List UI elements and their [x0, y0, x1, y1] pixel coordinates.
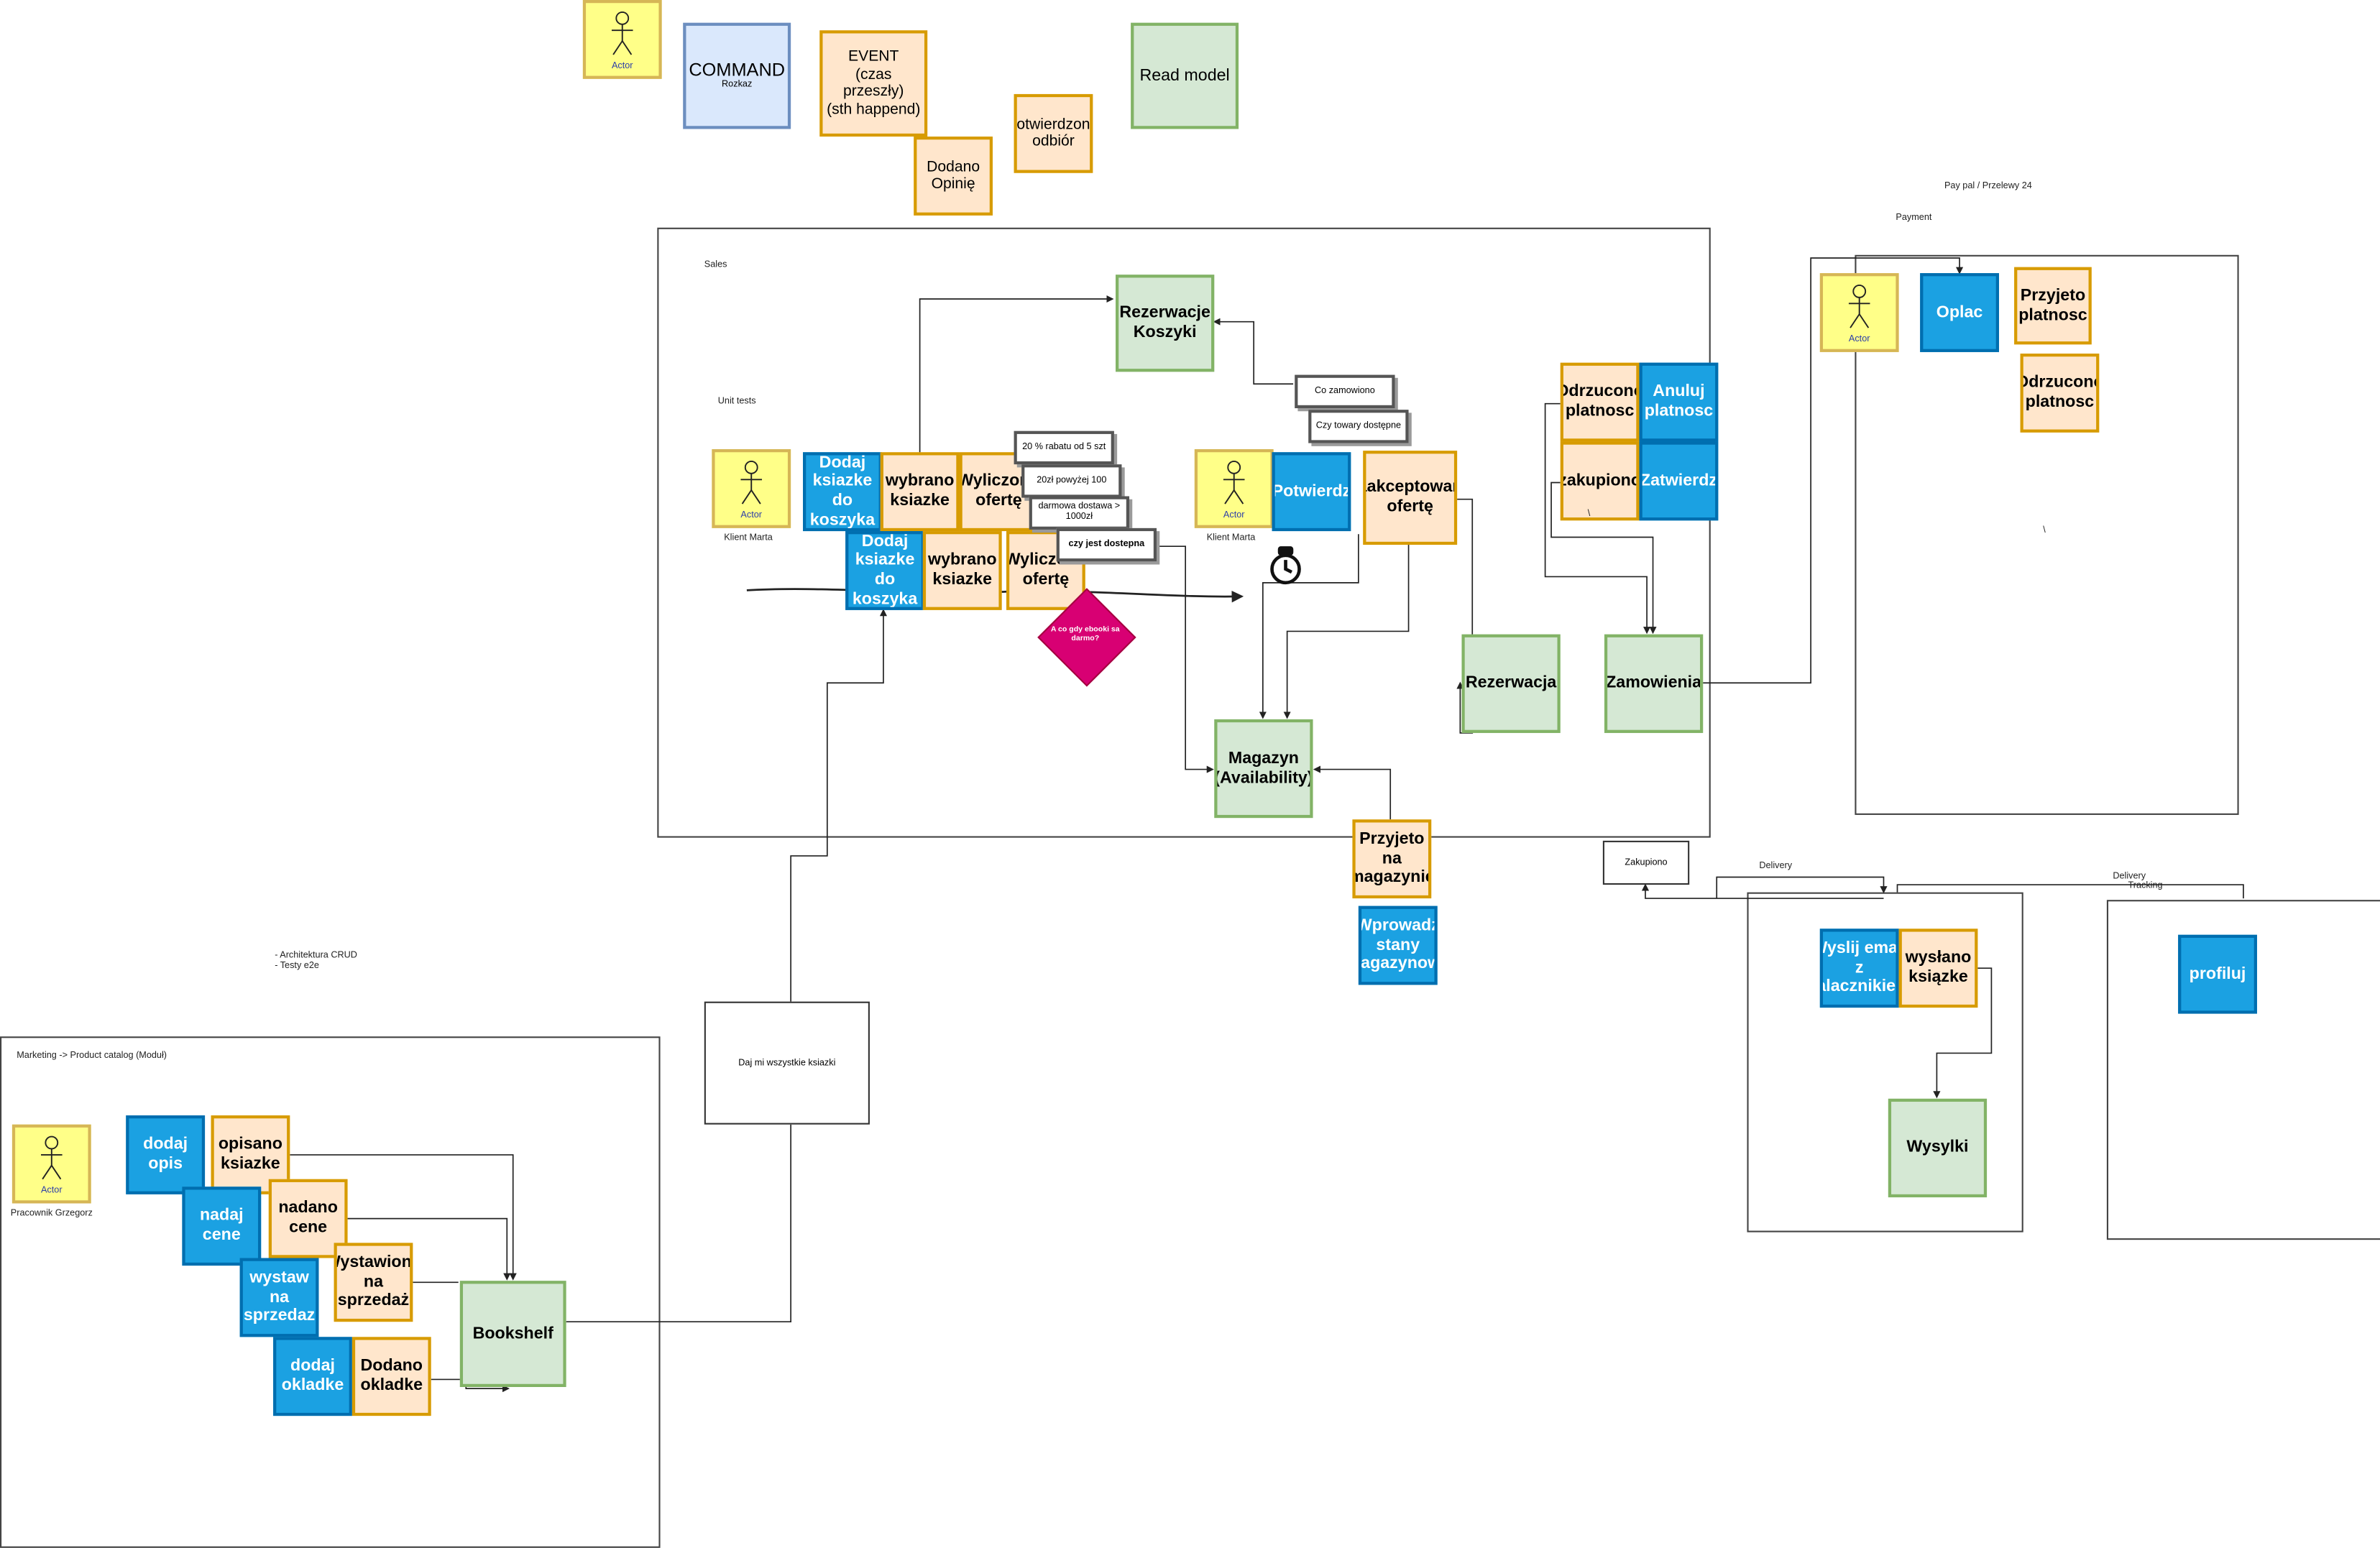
sales-title: Sales: [704, 261, 727, 270]
marketing-title: Marketing -> Product catalog (Moduł): [17, 1051, 167, 1061]
read-model-wysylki: Wysylki: [1888, 1098, 1988, 1198]
event-odrzucono-platnosc-payment: Odrzucono platnosc: [2020, 354, 2100, 433]
command-dodaj-ksiazke-2: Dodaj ksiazke do koszyka: [845, 531, 924, 610]
command-zatwierdz: Zatwierdz: [1639, 441, 1719, 521]
stray-backslash: \: [1587, 510, 1591, 520]
unit-tests-label: Unit tests: [717, 397, 756, 407]
rule-darmowa-dostawa: darmowa dostawa > 1000zł: [1029, 496, 1130, 530]
actor-label: Actor: [611, 62, 633, 72]
stick-figure-icon: [41, 1135, 63, 1180]
legend-actor: Actor: [582, 0, 662, 79]
event-wybrano-ksiazke-2: wybrano ksiazke: [922, 531, 1002, 610]
command-wystaw-na-sprzedaz: wystaw na sprzedaz: [239, 1258, 319, 1337]
actor-label: Actor: [740, 511, 763, 521]
read-model-rezerwacja: Rezerwacja: [1461, 634, 1561, 733]
actor-pracownik: Actor: [12, 1124, 91, 1204]
actor-label: Actor: [1848, 335, 1870, 345]
query-all-books: Daj mi wszystkie ksiazki: [704, 1001, 870, 1125]
rule-czy-dostepna: czy jest dostepna: [1056, 527, 1157, 562]
pracownik-label: Pracownik Grzegorz: [10, 1209, 93, 1219]
event-zakupiono: zakupiono: [1560, 441, 1640, 521]
stick-figure-icon: [740, 460, 763, 505]
command-profiluj: profiluj: [2178, 934, 2257, 1014]
command-dodaj-opis: dodaj opis: [126, 1115, 206, 1194]
event-dodano-okladke: Dodano okladke: [352, 1337, 431, 1416]
event-odrzucono-platnosc: Odrzucono platnosc: [1560, 362, 1640, 442]
klient-marta-label-2: Klient Marta: [1206, 534, 1256, 543]
stick-figure-icon: [1848, 285, 1870, 328]
stopwatch-icon: [1270, 546, 1301, 585]
tracking-context: [2106, 900, 2380, 1240]
event-wyslano-ksiazke: wysłano ksiązke: [1898, 929, 1978, 1008]
command-potwierdz: Potwierdz: [1272, 452, 1351, 532]
event-zaakceptowano-oferte: Zaakceptowano ofertę: [1363, 451, 1458, 545]
command-nadaj-cene: nadaj cene: [182, 1187, 262, 1266]
sales-context: [657, 227, 1711, 838]
command-dodaj-okladke: dodaj okladke: [273, 1337, 352, 1416]
command-dodaj-ksiazke-1: Dodaj ksiazke do koszyka: [803, 452, 882, 532]
command-anuluj-platnosc: Anuluj platnosc: [1639, 362, 1719, 442]
klient-marta-label: Klient Marta: [724, 534, 773, 543]
actor-klient-1: Actor: [712, 449, 791, 528]
tracking-title-1: Delivery: [2113, 872, 2146, 882]
legend-command: COMMAND Rozkaz: [683, 22, 791, 129]
tracking-title-2: Tracking: [2128, 881, 2163, 891]
read-model-zamowienia: Zamowienia: [1604, 634, 1704, 733]
event-przyjeto-na-magazynie: Przyjeto na magazynie: [1352, 819, 1432, 899]
actor-label: Actor: [40, 1187, 63, 1196]
payment-context: [1855, 254, 2239, 815]
legend-command-sub: Rozkaz: [722, 80, 753, 91]
zakupiono-box: Zakupiono: [1602, 840, 1690, 885]
read-model-bookshelf: Bookshelf: [459, 1281, 566, 1388]
decision-ebooki-label: A co gdy ebooki sa darmo?: [1050, 625, 1120, 644]
rule-20zl: 20zł powyżej 100: [1021, 464, 1122, 498]
rule-rabat: 20 % rabatu od 5 szt: [1014, 430, 1114, 465]
actor-label: Actor: [1223, 511, 1245, 521]
command-wprowadz-stany: Wprowadz stany magazynowe: [1358, 906, 1438, 985]
event-wyliczono-oferte-2: Wyliczono ofertę: [1006, 531, 1085, 610]
event-wybrano-ksiazke-1: wybrano ksiazke: [880, 452, 960, 532]
stick-figure-icon: [1223, 460, 1245, 505]
payment-backslash: \: [2043, 526, 2046, 536]
command-oplac: Oplac: [1920, 273, 1999, 352]
query-co-zamowiono: Co zamowiono: [1295, 374, 1395, 409]
delivery-title: Delivery: [1759, 862, 1793, 872]
read-model-magazyn: Magazyn (Availability): [1214, 719, 1313, 819]
event-potwierdzono-odbior: potwierdzono odbiór: [1014, 93, 1093, 173]
stick-figure-icon: [611, 11, 633, 55]
actor-klient-2: Actor: [1194, 449, 1274, 528]
marketing-notes: - Architektura CRUD - Testy e2e: [275, 951, 357, 972]
legend-read-model: Read model: [1131, 22, 1239, 129]
legend-event: EVENT (czas przeszły) (sth happend): [819, 30, 928, 137]
payment-title: Payment: [1896, 213, 1932, 224]
event-wystawiono-na-sprzedaz: Wystawiono na sprzedaż: [334, 1243, 413, 1322]
command-wyslij-email: Wyslij email z zalacznikiem: [1819, 929, 1899, 1008]
legend-command-label: COMMAND: [689, 58, 786, 80]
actor-payment: Actor: [1819, 273, 1899, 352]
read-model-rezerwacje: Rezerwacje Koszyki: [1116, 275, 1215, 372]
event-przyjeto-platnosc: Przyjeto platnosc: [2014, 267, 2092, 345]
payment-provider-label: Pay pal / Przelewy 24: [1944, 182, 2032, 192]
event-dodano-opinie: Dodano Opinię: [914, 137, 993, 216]
query-czy-towary: Czy towary dostępne: [1308, 410, 1409, 443]
